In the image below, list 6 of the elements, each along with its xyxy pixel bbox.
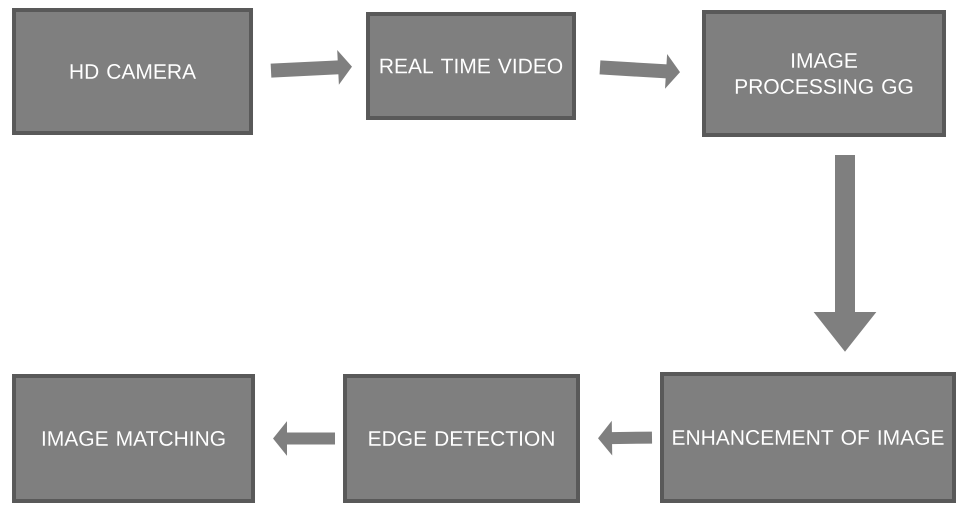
process-box: IMAGE PROCESSING GG — [702, 10, 946, 137]
process-box: IMAGE MATCHING — [12, 374, 255, 503]
process-box: HD CAMERA — [12, 8, 253, 135]
process-box: ENHANCEMENT OF IMAGE — [660, 372, 956, 503]
process-box: REAL TIME VIDEO — [366, 12, 576, 120]
process-box: EDGE DETECTION — [343, 374, 580, 503]
